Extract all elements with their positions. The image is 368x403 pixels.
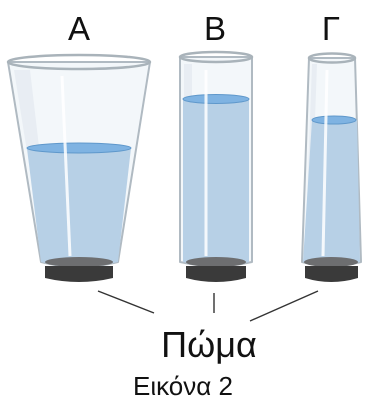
glass-b-cap xyxy=(186,266,246,282)
glass-a xyxy=(6,53,152,282)
label-glass-c: Γ xyxy=(322,10,340,47)
glass-a-rim xyxy=(6,53,152,71)
glass-b-water xyxy=(183,99,249,266)
label-glass-b: Β xyxy=(204,10,226,47)
glass-c-shine xyxy=(321,69,329,257)
pointer-line-c xyxy=(249,290,319,322)
glass-c-rim xyxy=(307,52,357,64)
glass-b xyxy=(178,50,254,282)
glass-a-shine xyxy=(60,75,72,257)
glass-a-cap xyxy=(45,266,113,282)
glass-c-cap xyxy=(305,266,358,282)
glass-c-bottom xyxy=(304,257,358,267)
glass-b-water-surface xyxy=(182,94,250,104)
label-glass-a: Α xyxy=(68,10,90,47)
glass-a-bottom xyxy=(45,257,113,267)
glass-b-rim xyxy=(178,50,254,64)
glass-b-bottom xyxy=(186,257,246,267)
pointer-line-a xyxy=(97,290,155,314)
glass-a-water xyxy=(27,148,131,267)
cap-label: Πώμα xyxy=(161,324,257,365)
glass-c-water-surface xyxy=(311,115,357,125)
glass-c xyxy=(301,52,362,282)
glass-c-water xyxy=(303,120,360,266)
figure-caption: Εικόνα 2 xyxy=(133,371,233,401)
glass-a-water-surface xyxy=(26,142,132,154)
